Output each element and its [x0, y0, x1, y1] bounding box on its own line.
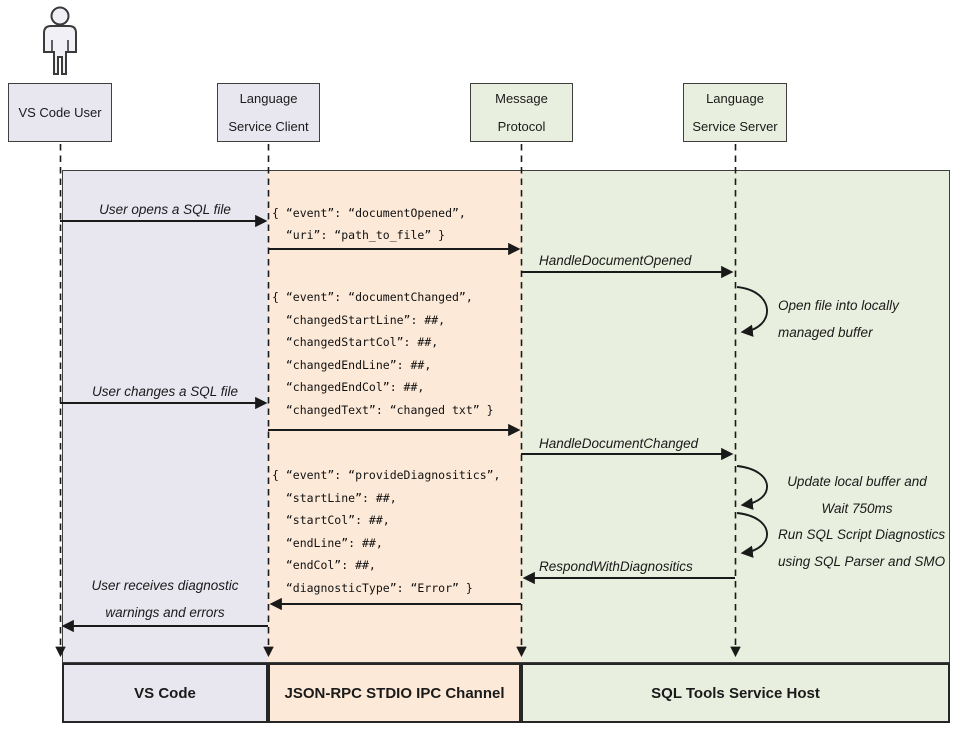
label-handle-document-changed: HandleDocumentChanged: [539, 436, 699, 451]
json-message-provide-diagnostics: { “event”: “provideDiagnositics”, “start…: [272, 468, 501, 595]
lane-label: JSON-RPC STDIO IPC Channel: [284, 684, 505, 702]
actor-label: Service Client: [228, 119, 309, 134]
lane-box-vscode: VS Code: [62, 663, 268, 723]
actor-label: Language: [706, 91, 764, 106]
actor-box-language-service-client: Language Service Client: [217, 83, 320, 142]
actor-box-vscode-user: VS Code User: [8, 83, 112, 142]
label-handle-document-opened: HandleDocumentOpened: [539, 253, 692, 268]
lane-box-sql-tools-service-host: SQL Tools Service Host: [521, 663, 950, 723]
label-user-opens-sql-file: User opens a SQL file: [99, 202, 231, 217]
actor-box-language-service-server: Language Service Server: [683, 83, 787, 142]
lane-column-vscode: [63, 171, 268, 662]
lane-label: SQL Tools Service Host: [651, 684, 820, 702]
user-actor-icon: [43, 6, 77, 75]
lane-label: VS Code: [134, 684, 196, 702]
json-message-document-opened: { “event”: “documentOpened”, “uri”: “pat…: [272, 206, 466, 242]
lane-column-service-host: [521, 171, 949, 662]
note-update-local-buffer: Update local buffer and Wait 750ms: [787, 474, 927, 516]
actor-box-message-protocol: Message Protocol: [470, 83, 573, 142]
label-user-receives-diagnostics: User receives diagnostic warnings and er…: [91, 578, 239, 620]
actor-label: VS Code User: [18, 105, 102, 120]
label-user-changes-sql-file: User changes a SQL file: [91, 384, 239, 399]
label-respond-with-diagnostics: RespondWithDiagnositics: [539, 559, 693, 574]
lane-column-ipc-channel: [268, 171, 521, 662]
actor-label: Message: [495, 91, 548, 106]
note-run-sql-script-diagnostics: Run SQL Script Diagnostics using SQL Par…: [778, 527, 946, 569]
actor-label: Language: [239, 91, 298, 106]
note-open-file-into-buffer: Open file into locally managed buffer: [778, 298, 899, 340]
actor-label: Protocol: [497, 119, 546, 134]
actor-label: Service Server: [692, 119, 778, 134]
lane-box-json-rpc-stdio-ipc-channel: JSON-RPC STDIO IPC Channel: [268, 663, 521, 723]
json-message-document-changed: { “event”: “documentChanged”, “changedSt…: [272, 290, 494, 417]
